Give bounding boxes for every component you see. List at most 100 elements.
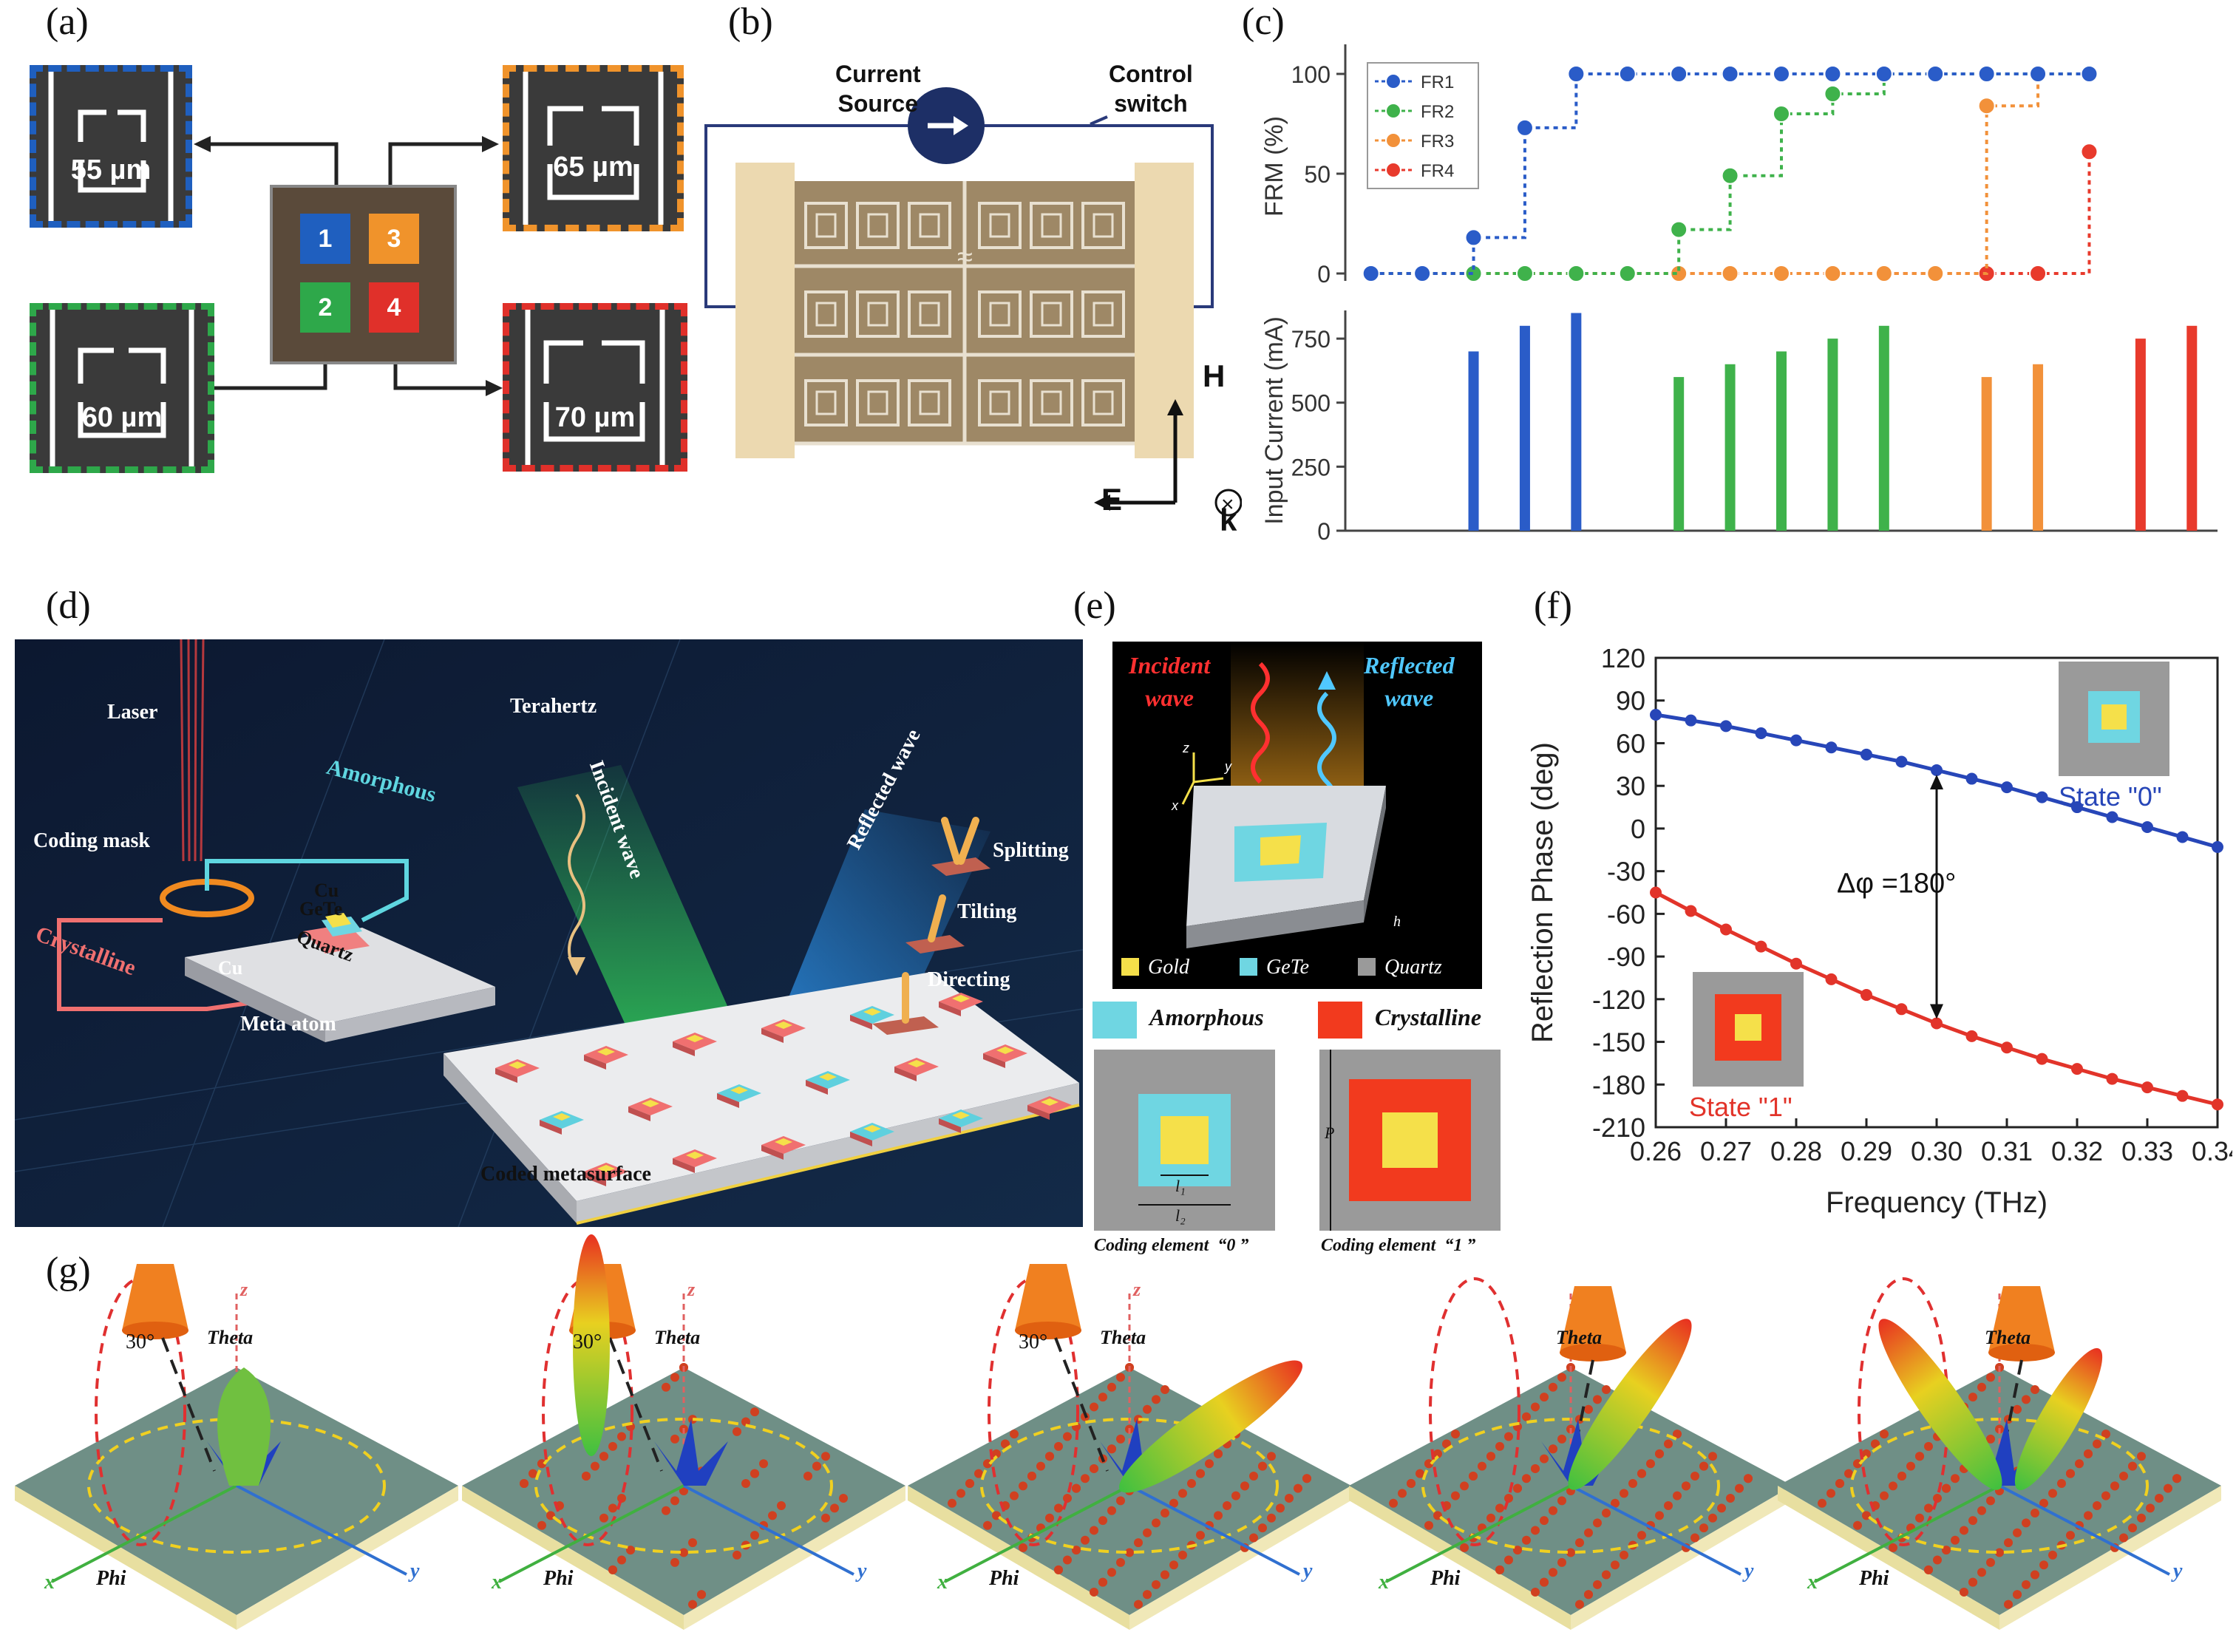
current-bar [1878,325,1889,531]
delta-phi-annotation: Δφ =180° [1837,869,1956,900]
coding-dot [733,1550,741,1560]
x-axis [944,1484,1130,1583]
coding-dot [1889,1481,1897,1491]
coding-dot [1416,1469,1424,1478]
coding-dot [1389,1498,1398,1508]
unit-cell-inner [815,213,837,238]
y-tick-label: -30 [1607,857,1645,887]
control-switch-gap [1090,115,1108,126]
coding-dot [1968,1577,1977,1587]
series-point [2071,1063,2083,1075]
panel-g-label: Theta [1556,1327,1603,1348]
series-point-FR2 [1721,166,1739,185]
coding-dot [1010,1491,1019,1500]
unit-cell-65: 65 µm [503,65,684,231]
y-tick-label: 0 [1631,814,1645,844]
coding-dot [2084,1449,2093,1458]
break-mark: ≈ [957,242,973,273]
meta-atom-gold [819,1073,837,1081]
coding-dot [1161,1570,1169,1580]
coding-dot [1107,1568,1116,1577]
unit-cell [978,202,1022,249]
coding-dot [1549,1568,1557,1577]
sample-chip: 1 3 2 4 [270,185,457,364]
coding-dot [1531,1587,1540,1597]
coding-dot [688,1415,697,1424]
coding-dot [617,1432,626,1441]
coding-dot [1019,1543,1027,1552]
coding-dot [741,1417,750,1427]
coding-dot [1196,1469,1205,1478]
h-axis-head [1167,399,1183,415]
unit-cell-inner [1041,390,1062,415]
coding-dot [1187,1478,1196,1488]
coding-dot [1231,1491,1240,1500]
plate-side [237,1486,458,1630]
panel-g-label: Theta [207,1327,254,1348]
horn-mouth [122,1322,188,1339]
directing-label: Directing [928,968,1010,991]
series-point-FR1 [1670,65,1688,83]
unit-cell-55: 55 µm [30,65,192,228]
panel-b-schematic: ≈ × [704,87,1242,517]
series-point [1755,940,1767,953]
meta-atom-side [673,1041,695,1056]
meta-atom-gold [597,1165,615,1172]
plate-side [1129,1486,1351,1630]
coding-dot [750,1469,759,1478]
coding-dot [529,1469,537,1478]
meta-atom-gold [775,1138,792,1146]
coding-dot [1540,1516,1549,1526]
coding-dot [2004,1538,2013,1548]
series-point [1825,741,1838,754]
tilting-beam [928,894,946,942]
coding-dot [1107,1382,1116,1392]
crystalline-swatch [1318,1002,1362,1039]
terahertz-arrow [568,957,585,976]
coding-dot [1090,1402,1098,1412]
splitting-patch [931,857,990,876]
coding-dot [1664,1439,1673,1449]
current-bar [1468,351,1479,531]
coding-dot [1717,1503,1726,1513]
coding-dot [759,1459,768,1469]
h-label: h [1393,914,1401,930]
panel-label-b: (b) [728,1,773,43]
e-axis-head [1094,494,1110,511]
coding-dot [688,1538,697,1548]
bottom-y-tick-label: 0 [1317,518,1331,545]
coding-dot [983,1520,992,1530]
coding-dot [599,1513,608,1523]
current-bar [2186,325,2198,531]
chip-square-1: 1 [300,214,350,264]
scale-label: 55 µm [70,154,152,186]
series-point-FR2 [1618,265,1637,282]
panel-g-label: 30° [126,1330,155,1353]
meta-atom-gold [553,1113,571,1121]
quartz-swatch [1358,958,1376,976]
coding-dot [1960,1587,1968,1597]
x-tick-label: 0.33 [2121,1136,2173,1166]
legend-label: FR4 [1421,161,1454,181]
coding-dot [1001,1439,1010,1449]
coding-dot [1655,1449,1664,1458]
current-source-label: Current Source [835,61,921,117]
coding-dot [1407,1478,1416,1488]
coding-dot [1628,1478,1637,1488]
delta-arrow-down [1930,1004,1943,1019]
coding-dot [1744,1474,1753,1483]
unit-cell [978,379,1022,426]
coding-dot [1575,1538,1584,1548]
coding-dot [1504,1432,1513,1441]
amorphous-swatch [1092,1002,1137,1039]
series-point-FR1 [1464,228,1483,247]
crystalline-heading: Crystalline [1375,1004,1482,1030]
coding-dot [1531,1464,1540,1473]
unit-cell-inner [1092,213,1114,238]
unit-cell-inner [815,390,837,415]
unit-cell-inner [867,302,888,327]
meta-atom-side [939,1118,961,1133]
panel-g-label: x [937,1571,948,1594]
series-point-FR1 [1773,65,1790,83]
